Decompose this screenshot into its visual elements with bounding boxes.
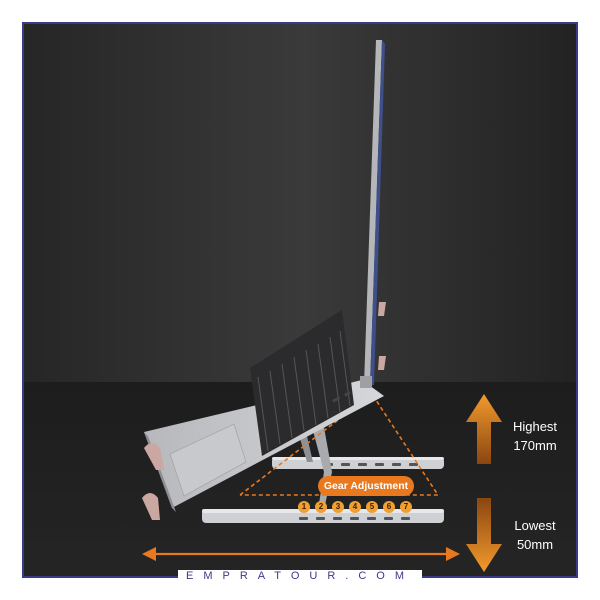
laptop-hinge bbox=[360, 376, 372, 388]
lowest-arrow-icon bbox=[466, 498, 502, 572]
laptop-keyboard bbox=[250, 310, 354, 456]
photo-frame bbox=[22, 22, 578, 578]
stand-hook-back-lower bbox=[378, 356, 386, 370]
laptop-port-2 bbox=[344, 391, 351, 397]
gear-number-1: 1 bbox=[298, 501, 310, 513]
watermark-text: EMPRATOUR.COM bbox=[178, 570, 422, 582]
stand-upper-bar-top bbox=[272, 457, 444, 460]
lowest-value: 50mm bbox=[516, 537, 554, 552]
gear-number-3: 3 bbox=[332, 501, 344, 513]
stand-hook-front-lower bbox=[142, 493, 160, 520]
highest-arrow-icon bbox=[466, 394, 502, 464]
lowest-title: Lowest bbox=[514, 518, 556, 533]
highest-value: 170mm bbox=[513, 438, 557, 453]
stand-support-leg-2 bbox=[298, 432, 313, 462]
laptop-screen-front bbox=[370, 40, 385, 385]
stand-hook-back-upper bbox=[378, 302, 386, 316]
width-arrow-left-head bbox=[142, 547, 156, 561]
highest-title: Highest bbox=[512, 419, 558, 434]
gear-slots-lower bbox=[299, 517, 410, 520]
laptop-screen bbox=[364, 40, 382, 385]
gear-number-5: 5 bbox=[366, 501, 378, 513]
wall-background bbox=[24, 24, 576, 384]
laptop-trackpad bbox=[169, 423, 247, 497]
watermark: EMPRATOUR.COM bbox=[0, 566, 600, 584]
laptop-port bbox=[332, 396, 341, 403]
width-arrow-right-head bbox=[446, 547, 460, 561]
gear-number-2: 2 bbox=[315, 501, 327, 513]
product-photo bbox=[24, 24, 576, 576]
highest-label: Highest 170mm bbox=[500, 417, 570, 455]
gear-adjustment-label: Gear Adjustment bbox=[318, 476, 414, 496]
gear-number-4: 4 bbox=[349, 501, 361, 513]
gear-number-6: 6 bbox=[383, 501, 395, 513]
lowest-label: Lowest 50mm bbox=[500, 516, 570, 554]
gear-number-7: 7 bbox=[400, 501, 412, 513]
stand-hook-front-upper bbox=[144, 443, 164, 470]
